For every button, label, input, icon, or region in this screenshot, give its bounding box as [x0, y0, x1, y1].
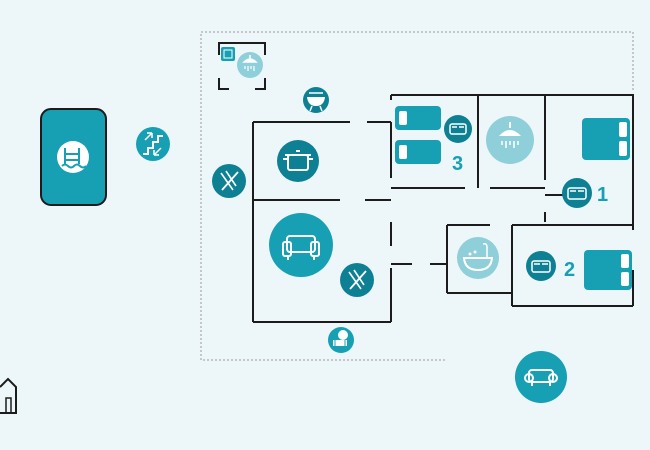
bed-icon [444, 115, 472, 143]
living-room-sofa-icon [269, 213, 333, 277]
shower-icon [486, 116, 534, 164]
bbq-grill-icon [303, 87, 329, 113]
bedroom-3: 3 [395, 106, 472, 175]
stairs-icon [136, 127, 170, 161]
dining-icon [340, 263, 374, 297]
double-bed [582, 118, 630, 160]
bed-icon [526, 251, 556, 281]
garden-icon [328, 327, 354, 353]
dining-icon [212, 164, 246, 198]
pool [40, 108, 107, 206]
room-number-1: 1 [597, 184, 608, 206]
bedroom-1: 1 [562, 118, 630, 208]
double-bed [584, 250, 632, 290]
room-number-2: 2 [564, 259, 575, 281]
pool-icon [57, 141, 89, 173]
outdoor-shower-icon [221, 47, 263, 78]
room-number-3: 3 [452, 153, 463, 175]
property-boundary [200, 31, 634, 361]
single-bed [395, 106, 441, 130]
kitchen-pot-icon [277, 140, 319, 182]
bathtub-icon [457, 237, 499, 279]
single-bed [395, 140, 441, 164]
walls [218, 42, 634, 323]
outdoor-sofa-icon [515, 351, 567, 403]
bed-icon [562, 178, 592, 208]
house-icon [0, 377, 17, 414]
bedroom-2: 2 [526, 250, 632, 290]
